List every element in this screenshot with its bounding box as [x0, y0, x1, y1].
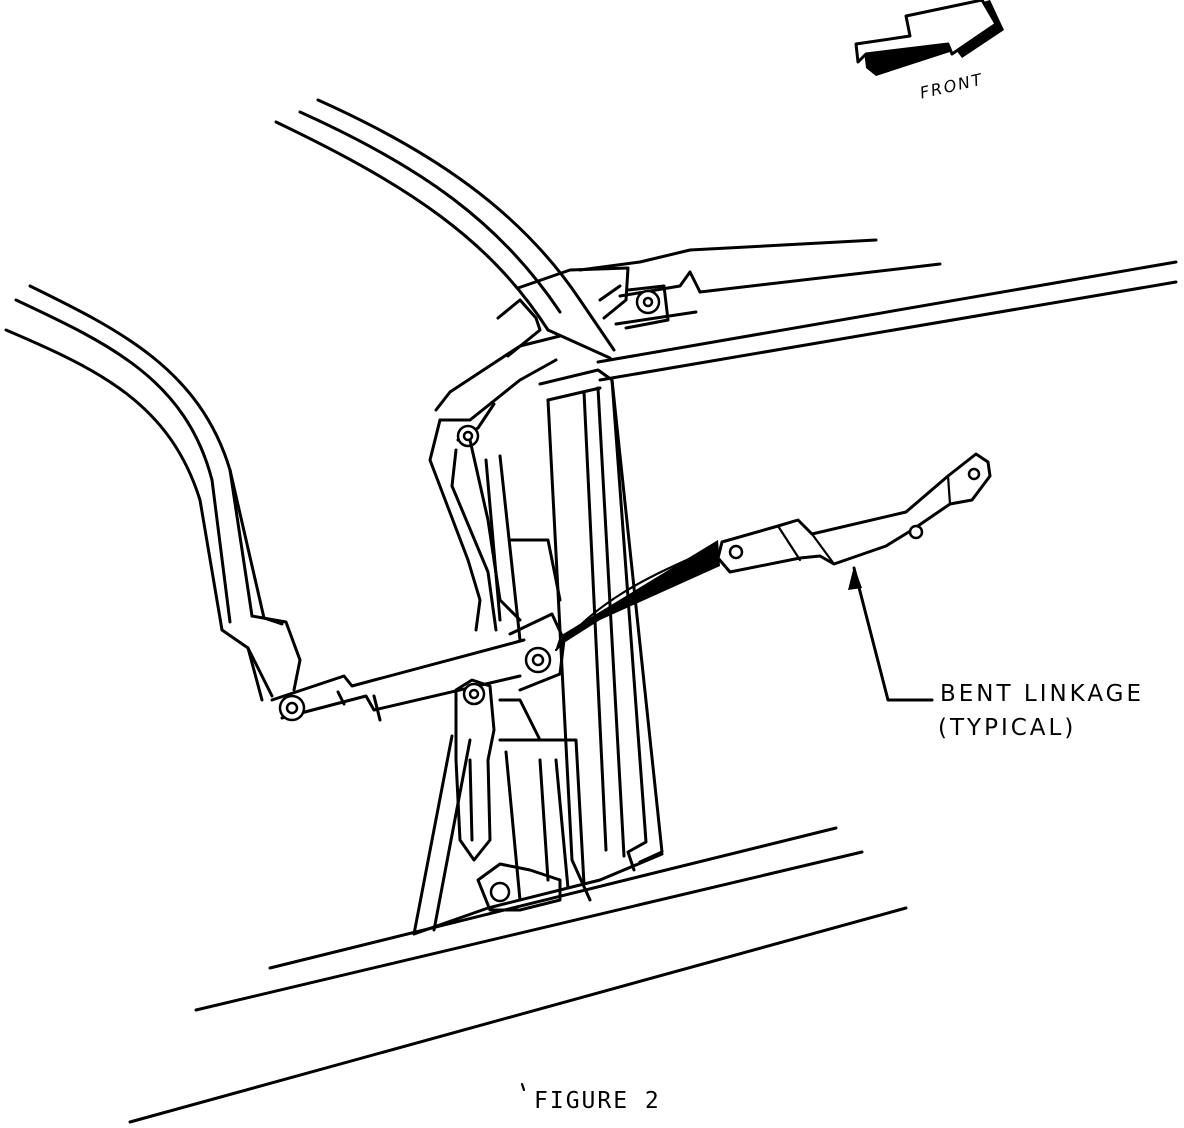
callout-title: BENT LINKAGE — [940, 681, 1145, 707]
upper-roof-rail — [274, 98, 616, 360]
figure-caption: FIGURE 2 — [534, 1088, 661, 1114]
upper-link-arm — [428, 334, 562, 632]
left-rear-bow — [4, 284, 302, 702]
inner-mechanism — [484, 454, 586, 902]
caption-tick-mark — [520, 1082, 526, 1092]
lower-linkage-arm — [270, 638, 526, 722]
linkage-path-wedge — [554, 540, 720, 652]
vertical-pillar — [538, 368, 664, 902]
lower-body-lines — [128, 826, 908, 1124]
callout-subtitle: (TYPICAL) — [938, 715, 1077, 741]
diagonal-brace — [412, 734, 472, 936]
lower-pivot-bracket — [454, 612, 566, 912]
side-roof-rail — [578, 238, 1178, 382]
upper-hinge-bracket — [496, 266, 670, 358]
bent-linkage-part — [716, 452, 992, 574]
front-direction-arrow-icon — [854, 0, 1004, 76]
callout-leader-arrow — [848, 566, 934, 702]
